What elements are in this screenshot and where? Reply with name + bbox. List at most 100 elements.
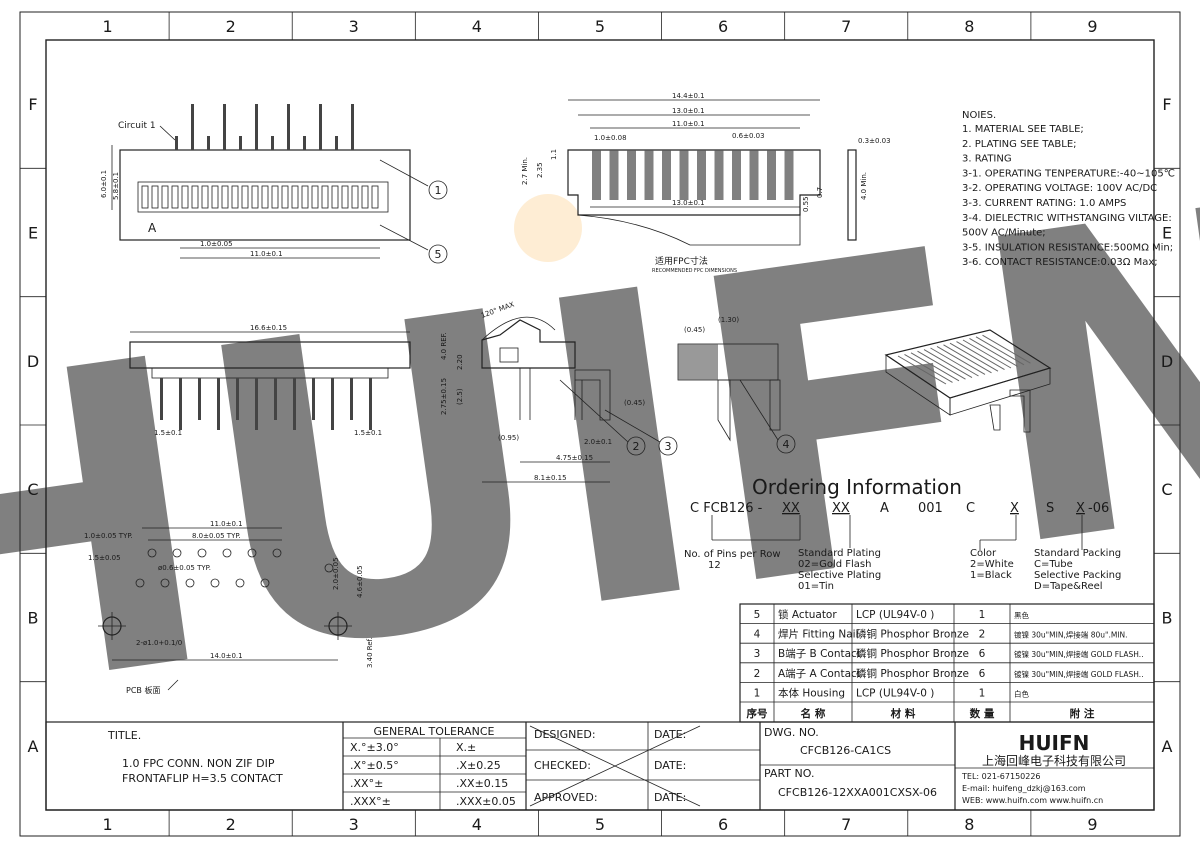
fpc-view: 14.4±0.1 13.0±0.1 11.0±0.1 1.0±0.08 0.6±… xyxy=(521,92,891,274)
dim-fpc-1: 14.4±0.1 xyxy=(672,92,705,100)
fpc-pad xyxy=(662,150,671,200)
dim-pcb-4: 1.5±0.05 xyxy=(88,554,121,562)
top-slot xyxy=(291,185,299,209)
top-pin xyxy=(271,136,274,150)
dim-top-span: 11.0±0.1 xyxy=(250,250,283,258)
svg-text:4: 4 xyxy=(783,438,790,451)
front-pin xyxy=(198,378,201,420)
grid-col-bottom-9: 9 xyxy=(1087,815,1097,834)
company-web: WEB: www.huifn.com www.huifn.cn xyxy=(962,796,1103,805)
ordering-code-part: XX xyxy=(832,501,850,516)
fpc-pad xyxy=(697,150,706,200)
bom-row-no: 4 xyxy=(754,629,761,641)
bom-row-qty: 1 xyxy=(979,687,986,699)
part-no-label: PART NO. xyxy=(764,767,814,780)
dim-fpc-13: 4.0 Min. xyxy=(860,172,868,200)
designed-label: DESIGNED: xyxy=(534,728,596,741)
dim-fpc-3: 11.0±0.1 xyxy=(672,120,705,128)
bom-row-name: B端子 B Contact xyxy=(778,647,861,660)
ordering-packing-line: C=Tube xyxy=(1034,559,1073,570)
tolerance-label: X.°±3.0° xyxy=(350,741,399,754)
front-pin xyxy=(312,378,315,420)
top-pin xyxy=(175,136,178,150)
dim-front-width: 16.6±0.15 xyxy=(250,324,287,332)
front-pin xyxy=(293,378,296,430)
grid-row-left-C: C xyxy=(27,480,38,499)
watermark-dot xyxy=(514,194,582,262)
top-slot xyxy=(241,185,249,209)
dwg-no-label: DWG. NO. xyxy=(764,726,819,739)
ordering-code-part: X xyxy=(1076,501,1085,516)
bom-row-material: LCP (UL94V-0 ) xyxy=(856,609,934,621)
ordering-code-part: -06 xyxy=(1088,501,1109,516)
dim-side-7: 2.0±0.1 xyxy=(584,438,612,446)
front-pin xyxy=(236,378,239,420)
top-slot xyxy=(321,185,329,209)
ordering-code-part: A xyxy=(880,501,889,516)
part-no: CFCB126-12XXA001CXSX-06 xyxy=(778,786,937,799)
iso-slot xyxy=(969,337,1018,367)
ordering-code-part: S xyxy=(1046,501,1054,516)
top-slot xyxy=(191,185,199,209)
grid-col-bottom-2: 2 xyxy=(226,815,236,834)
detail-view: (1.30) (0.45) 4 xyxy=(677,316,796,454)
dwg-no: CFCB126-CA1CS xyxy=(800,744,891,757)
callout-2 xyxy=(626,436,646,456)
fpc-pad xyxy=(609,150,619,200)
dim-detail-2: (0.45) xyxy=(684,326,705,334)
grid-row-right-E: E xyxy=(1162,224,1172,243)
grid-col-top-9: 9 xyxy=(1087,17,1097,36)
dim-top-height: 6.0±0.1 xyxy=(100,170,108,198)
pcb-label: PCB 板面 xyxy=(126,685,160,695)
top-pin xyxy=(191,104,194,150)
bom-row-material: 磷铜 Phosphor Bronze xyxy=(856,647,969,660)
bom-row-note: 镀镍 30u"MIN,焊接端 80u".MIN. xyxy=(1014,630,1128,640)
svg-text:3: 3 xyxy=(665,440,672,453)
dim-fpc-7: 2.7 Min. xyxy=(521,157,529,185)
date-label-1: DATE: xyxy=(654,728,686,741)
ordering-plating-line: 01=Tin xyxy=(798,581,834,592)
grid-col-bottom-5: 5 xyxy=(595,815,605,834)
top-slot xyxy=(371,185,379,209)
dim-fpc-9: 1.1 xyxy=(550,149,558,160)
ordering-title: Ordering Information xyxy=(752,475,962,499)
iso-slot xyxy=(910,352,960,382)
pcb-hole xyxy=(147,548,157,558)
top-pin xyxy=(287,104,290,150)
tolerance-label: .XX°± xyxy=(350,777,383,790)
outer-frame xyxy=(19,11,1181,837)
dim-side-2: 2.20 xyxy=(456,354,464,370)
top-pin xyxy=(319,104,322,150)
ordering-code-part: X xyxy=(1010,501,1019,516)
bom-row-no: 1 xyxy=(754,687,761,699)
front-pin xyxy=(331,378,334,430)
bom-row-material: LCP (UL94V-0 ) xyxy=(856,687,934,699)
note-item: 3-4. DIELECTRIC WITHSTANGING VILTAGE: xyxy=(962,213,1172,224)
dim-fpc-5: 0.6±0.03 xyxy=(732,132,765,140)
dim-fpc-6: 13.0±0.1 xyxy=(672,199,705,207)
svg-text:1: 1 xyxy=(435,184,442,197)
top-pin xyxy=(303,136,306,150)
fpc-pad xyxy=(784,150,794,200)
pcb-hole xyxy=(222,548,232,558)
fpc-caption-en: RECOMMENDED FPC DIMENSIONS xyxy=(652,268,737,274)
ordering-color-line: 2=White xyxy=(970,559,1014,570)
approved-label: APPROVED: xyxy=(534,791,598,804)
note-item: 1. MATERIAL SEE TABLE; xyxy=(962,124,1084,135)
bom-row-material: 磷铜 Phosphor Bronze xyxy=(856,628,969,641)
top-pin xyxy=(351,104,354,150)
ordering-code-part: XX xyxy=(782,501,800,516)
bom-row-qty: 2 xyxy=(979,629,986,641)
bom-row-qty: 1 xyxy=(979,609,986,621)
top-pin xyxy=(335,136,338,150)
dim-pcb-8: 2-ø1.0+0.1/0 xyxy=(136,639,182,647)
bom-row-note: 镀镍 30u"MIN,焊接端 GOLD FLASH.. xyxy=(1014,649,1144,659)
dim-pcb-10: 3.40 Ref. xyxy=(366,637,374,668)
tolerance-value: .X±0.25 xyxy=(456,759,501,772)
fpc-pad xyxy=(644,150,654,200)
front-pin xyxy=(179,378,182,430)
top-slot xyxy=(161,185,169,209)
pcb-hole xyxy=(247,548,257,558)
